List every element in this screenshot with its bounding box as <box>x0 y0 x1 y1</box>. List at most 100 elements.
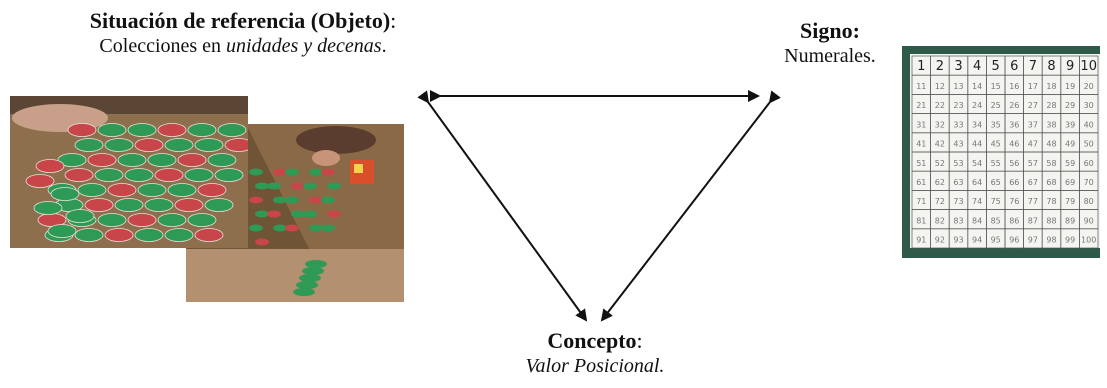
chart-number: 70 <box>1084 178 1094 187</box>
chart-number: 29 <box>1065 101 1075 110</box>
chart-number: 83 <box>953 216 963 225</box>
chart-number: 33 <box>953 120 963 129</box>
chart-number: 94 <box>972 236 982 245</box>
chip <box>187 123 217 137</box>
chip <box>255 210 269 218</box>
chart-number: 76 <box>1009 197 1019 206</box>
chip <box>217 123 247 137</box>
chip <box>321 196 335 204</box>
chart-number: 88 <box>1046 216 1056 225</box>
chart-number: 75 <box>991 197 1001 206</box>
chart-number: 1 <box>917 59 925 74</box>
chart-number: 57 <box>1028 159 1038 168</box>
concepto-heading-text: Concepto <box>547 328 637 353</box>
chip <box>107 183 137 197</box>
chip <box>67 123 97 137</box>
chart-number: 28 <box>1046 101 1056 110</box>
chart-number: 79 <box>1065 197 1075 206</box>
chart-number: 64 <box>972 178 982 187</box>
chip <box>177 153 207 167</box>
objeto-heading-text: Situación de referencia (Objeto) <box>89 8 391 33</box>
chip <box>104 138 134 152</box>
chart-number: 68 <box>1046 178 1056 187</box>
chip <box>25 174 55 188</box>
chip <box>33 201 63 215</box>
chip <box>214 168 244 182</box>
chip <box>157 213 187 227</box>
chip <box>273 168 287 176</box>
chart-number: 59 <box>1065 159 1075 168</box>
chip <box>64 168 94 182</box>
chart-number: 43 <box>953 140 963 149</box>
chart-number: 61 <box>916 178 926 187</box>
signo-label: Signo: Numerales. <box>745 18 915 68</box>
chip <box>97 123 127 137</box>
chip <box>127 123 157 137</box>
chart-number: 48 <box>1046 140 1056 149</box>
chip <box>273 196 287 204</box>
chip <box>117 153 147 167</box>
objeto-colon: : <box>390 8 397 33</box>
chip <box>321 224 335 232</box>
chart-number: 91 <box>916 236 926 245</box>
chip <box>50 187 80 201</box>
chart-number: 47 <box>1028 140 1038 149</box>
chart-number: 21 <box>916 101 926 110</box>
chart-number: 51 <box>916 159 926 168</box>
chip <box>134 138 164 152</box>
chart-number: 24 <box>972 101 982 110</box>
chart-number: 50 <box>1084 140 1094 149</box>
chip <box>309 168 323 176</box>
concepto-heading: Concepto: <box>470 328 720 354</box>
chart-number: 6 <box>1010 59 1018 74</box>
concepto-description: Valor Posicional. <box>525 355 665 378</box>
chart-number: 11 <box>916 82 926 91</box>
chip <box>273 224 287 232</box>
objeto-desc-italic: unidades y decenas <box>226 35 382 58</box>
chip <box>84 198 114 212</box>
chart-number: 46 <box>1009 140 1019 149</box>
chip <box>309 196 323 204</box>
chip <box>187 213 217 227</box>
chip <box>299 274 321 282</box>
chip <box>74 138 104 152</box>
chart-number: 89 <box>1065 216 1075 225</box>
chart-number: 7 <box>1029 59 1037 74</box>
chart-number: 58 <box>1046 159 1056 168</box>
chart-number: 97 <box>1028 236 1038 245</box>
chart-number: 23 <box>953 101 963 110</box>
chart-number: 99 <box>1065 236 1075 245</box>
chart-number: 87 <box>1028 216 1038 225</box>
chart-number: 2 <box>936 59 944 74</box>
chip <box>327 182 341 190</box>
chart-number: 95 <box>991 236 1001 245</box>
chip <box>164 228 194 242</box>
concepto-colon: : <box>636 328 643 353</box>
chip <box>194 138 224 152</box>
chart-number: 62 <box>935 178 945 187</box>
chart-number: 37 <box>1028 120 1038 129</box>
chip <box>249 224 263 232</box>
chart-number: 34 <box>972 120 982 129</box>
chart-number: 16 <box>1009 82 1019 91</box>
chart-number: 90 <box>1084 216 1094 225</box>
chart-number: 25 <box>991 101 1001 110</box>
chip <box>74 228 104 242</box>
chart-number: 63 <box>953 178 963 187</box>
chip <box>167 183 197 197</box>
chip-grid <box>25 123 248 242</box>
chip <box>144 198 174 212</box>
chip <box>87 153 117 167</box>
chip <box>224 138 248 152</box>
chart-number: 54 <box>972 159 982 168</box>
chip <box>207 153 237 167</box>
chart-number: 65 <box>991 178 1001 187</box>
chart-number: 71 <box>916 197 926 206</box>
chip <box>94 168 124 182</box>
chart-number: 41 <box>916 140 926 149</box>
chart-number: 18 <box>1046 82 1056 91</box>
chip <box>285 196 299 204</box>
chip <box>47 224 77 238</box>
